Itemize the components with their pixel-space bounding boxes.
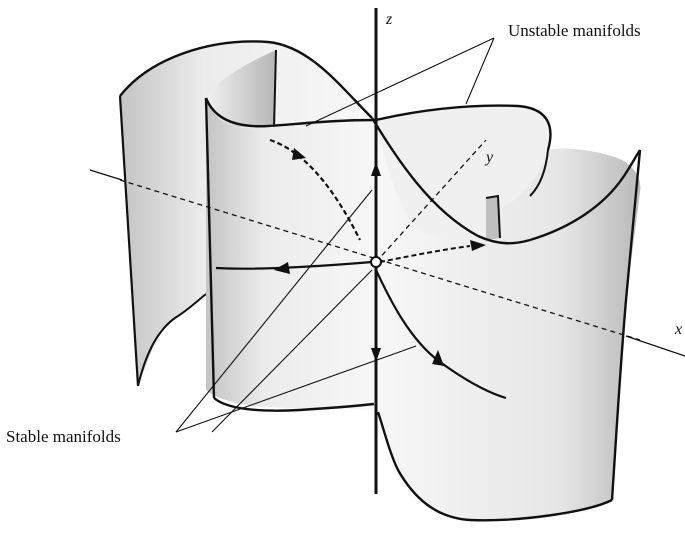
- x-axis-right-solid: [626, 336, 685, 356]
- stable-manifolds-label: Stable manifolds: [6, 427, 121, 446]
- z-axis-label: z: [385, 11, 393, 28]
- y-axis-label: y: [484, 149, 494, 166]
- unstable-manifolds-label: Unstable manifolds: [508, 21, 641, 40]
- unstable-leader-2: [466, 38, 494, 104]
- x-axis-left-solid: [90, 170, 122, 180]
- saddle-equilibrium-point: [371, 257, 381, 267]
- x-axis-label: x: [674, 321, 682, 338]
